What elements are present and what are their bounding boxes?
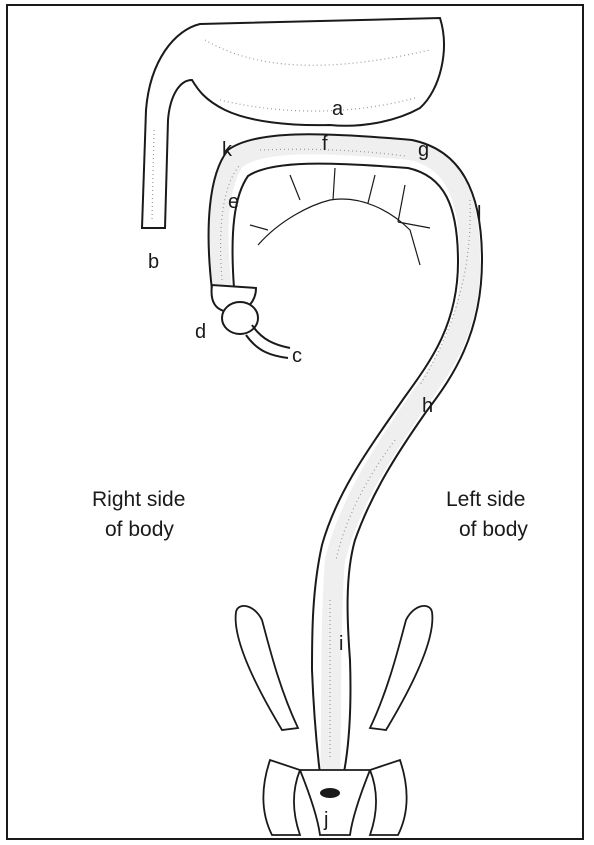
right-side-line1: Right side	[92, 488, 185, 511]
label-a: a	[332, 98, 344, 120]
label-g: g	[418, 139, 429, 161]
label-e: e	[228, 191, 239, 213]
label-d: d	[195, 321, 206, 343]
left-side-line1: Left side	[446, 488, 525, 511]
label-b: b	[148, 251, 159, 273]
label-f: f	[322, 133, 328, 155]
label-j: j	[323, 809, 328, 831]
label-h: h	[422, 395, 433, 417]
label-l: l	[477, 203, 481, 225]
label-k: k	[222, 139, 233, 161]
upper-organ	[142, 18, 444, 228]
label-c: c	[292, 345, 302, 367]
cecum	[212, 285, 290, 358]
mesenteric-vessels	[250, 168, 430, 265]
right-side-line2: of body	[105, 518, 174, 541]
colon	[209, 134, 482, 790]
left-side-line2: of body	[459, 518, 528, 541]
label-i: i	[339, 633, 343, 655]
